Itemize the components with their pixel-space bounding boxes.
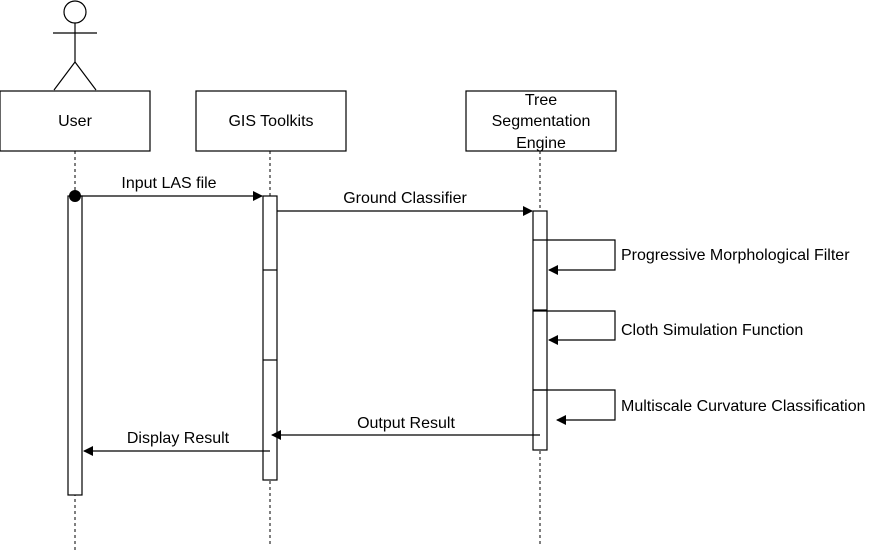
- progressive-filter-label: Progressive Morphological Filter: [621, 247, 850, 264]
- cloth-simulation-label: Cloth Simulation Function: [621, 322, 803, 339]
- gis-activation: [262, 195, 278, 481]
- user-activation: [67, 195, 83, 496]
- user-actor-icon: [53, 0, 97, 91]
- participant-gis-toolkits[interactable]: GIS Toolkits: [195, 90, 347, 152]
- participant-tree-segmentation-engine[interactable]: Tree Segmentation Engine: [465, 90, 617, 152]
- participant-engine-label-line1: Tree: [525, 92, 557, 109]
- ground-classifier-label: Ground Classifier: [343, 190, 467, 207]
- multiscale-curvature-arrow: [533, 389, 616, 425]
- progressive-filter-arrow: [533, 239, 616, 275]
- output-result-label: Output Result: [357, 415, 455, 432]
- participant-engine-label-line3: Engine: [516, 135, 566, 152]
- cloth-simulation-arrow: [533, 310, 616, 345]
- display-result-label: Display Result: [127, 430, 230, 447]
- participant-gis-label: GIS Toolkits: [228, 113, 313, 130]
- participant-user[interactable]: User: [0, 90, 151, 152]
- engine-activation: [532, 210, 548, 451]
- multiscale-curvature-label: Multiscale Curvature Classification: [621, 398, 866, 415]
- participant-user-label: User: [58, 113, 92, 130]
- participant-engine-label-line2: Segmentation: [492, 113, 591, 130]
- input-las-label: Input LAS file: [121, 175, 216, 192]
